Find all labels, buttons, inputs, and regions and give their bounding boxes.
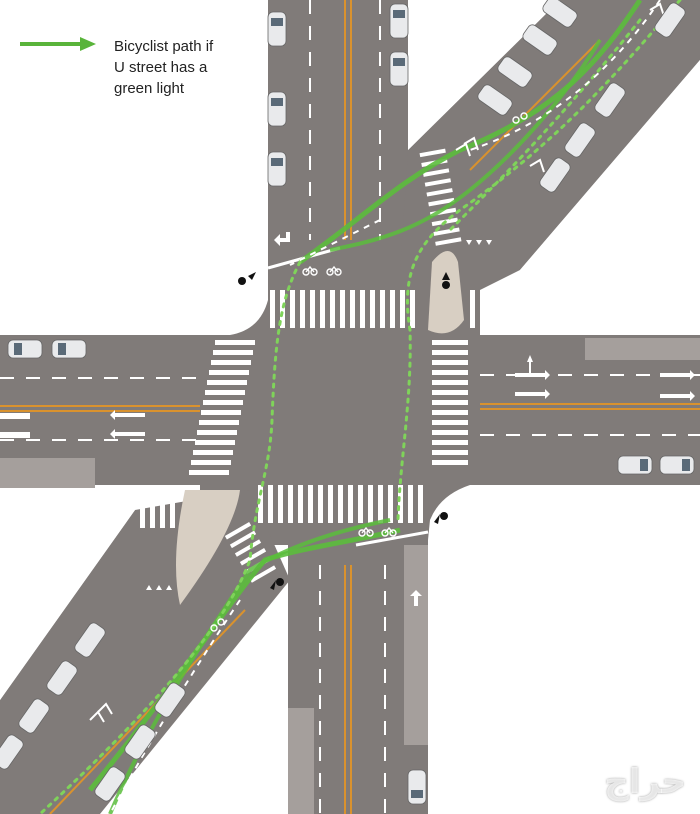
car-icon: [267, 11, 287, 47]
car-icon: [389, 3, 409, 39]
car-icon: [564, 122, 596, 158]
bicycle-icon: [381, 526, 397, 537]
car-icon: [267, 151, 287, 187]
car-icon: [7, 339, 43, 359]
car-icon: [654, 2, 686, 38]
car-icon: [51, 339, 87, 359]
bicycle-icon: [302, 265, 318, 276]
car-icon: [407, 769, 427, 805]
car-icon: [477, 84, 513, 116]
legend-label: Bicyclist path if U street has a green l…: [114, 38, 214, 97]
car-icon: [539, 157, 571, 193]
car-icon: [46, 660, 78, 696]
crosswalk-south: [140, 485, 423, 528]
yield-markings: [146, 240, 492, 590]
crosswalk-southwest: [224, 522, 277, 583]
bicycle-icon: [358, 526, 374, 537]
sharrow-icon: [89, 2, 665, 723]
crosswalk-north: [270, 290, 495, 328]
bicycle-icon: [512, 112, 528, 124]
car-icon: [0, 734, 24, 770]
car-icon: [389, 51, 409, 87]
car-icon: [522, 24, 558, 56]
signal-head-icon: [238, 272, 450, 590]
car-icon: [18, 698, 50, 734]
legend: Bicyclist path if U street has a green l…: [18, 36, 278, 116]
watermark: حراج: [604, 762, 686, 802]
crosswalk-east: [432, 340, 468, 465]
car-icon: [617, 455, 653, 475]
car-icon: [74, 622, 106, 658]
crosswalk-west: [189, 340, 255, 475]
sidewalk-blocks: [0, 338, 700, 814]
car-icon: [94, 766, 126, 802]
car-icon: [267, 91, 287, 127]
car-icon: [124, 724, 156, 760]
car-icon: [154, 682, 186, 718]
car-icon: [594, 82, 626, 118]
crosswalks: [140, 148, 495, 583]
car-icon: [542, 0, 578, 28]
turn-arrow-icon: [274, 232, 422, 606]
car-icon: [659, 455, 695, 475]
lane-arrow-icon: [0, 355, 695, 439]
traffic-islands: [176, 251, 464, 605]
legend-arrow-icon: [20, 37, 96, 51]
bicycle-icon: [210, 618, 225, 632]
bicycle-icon: [326, 265, 342, 276]
car-icon: [497, 56, 533, 88]
